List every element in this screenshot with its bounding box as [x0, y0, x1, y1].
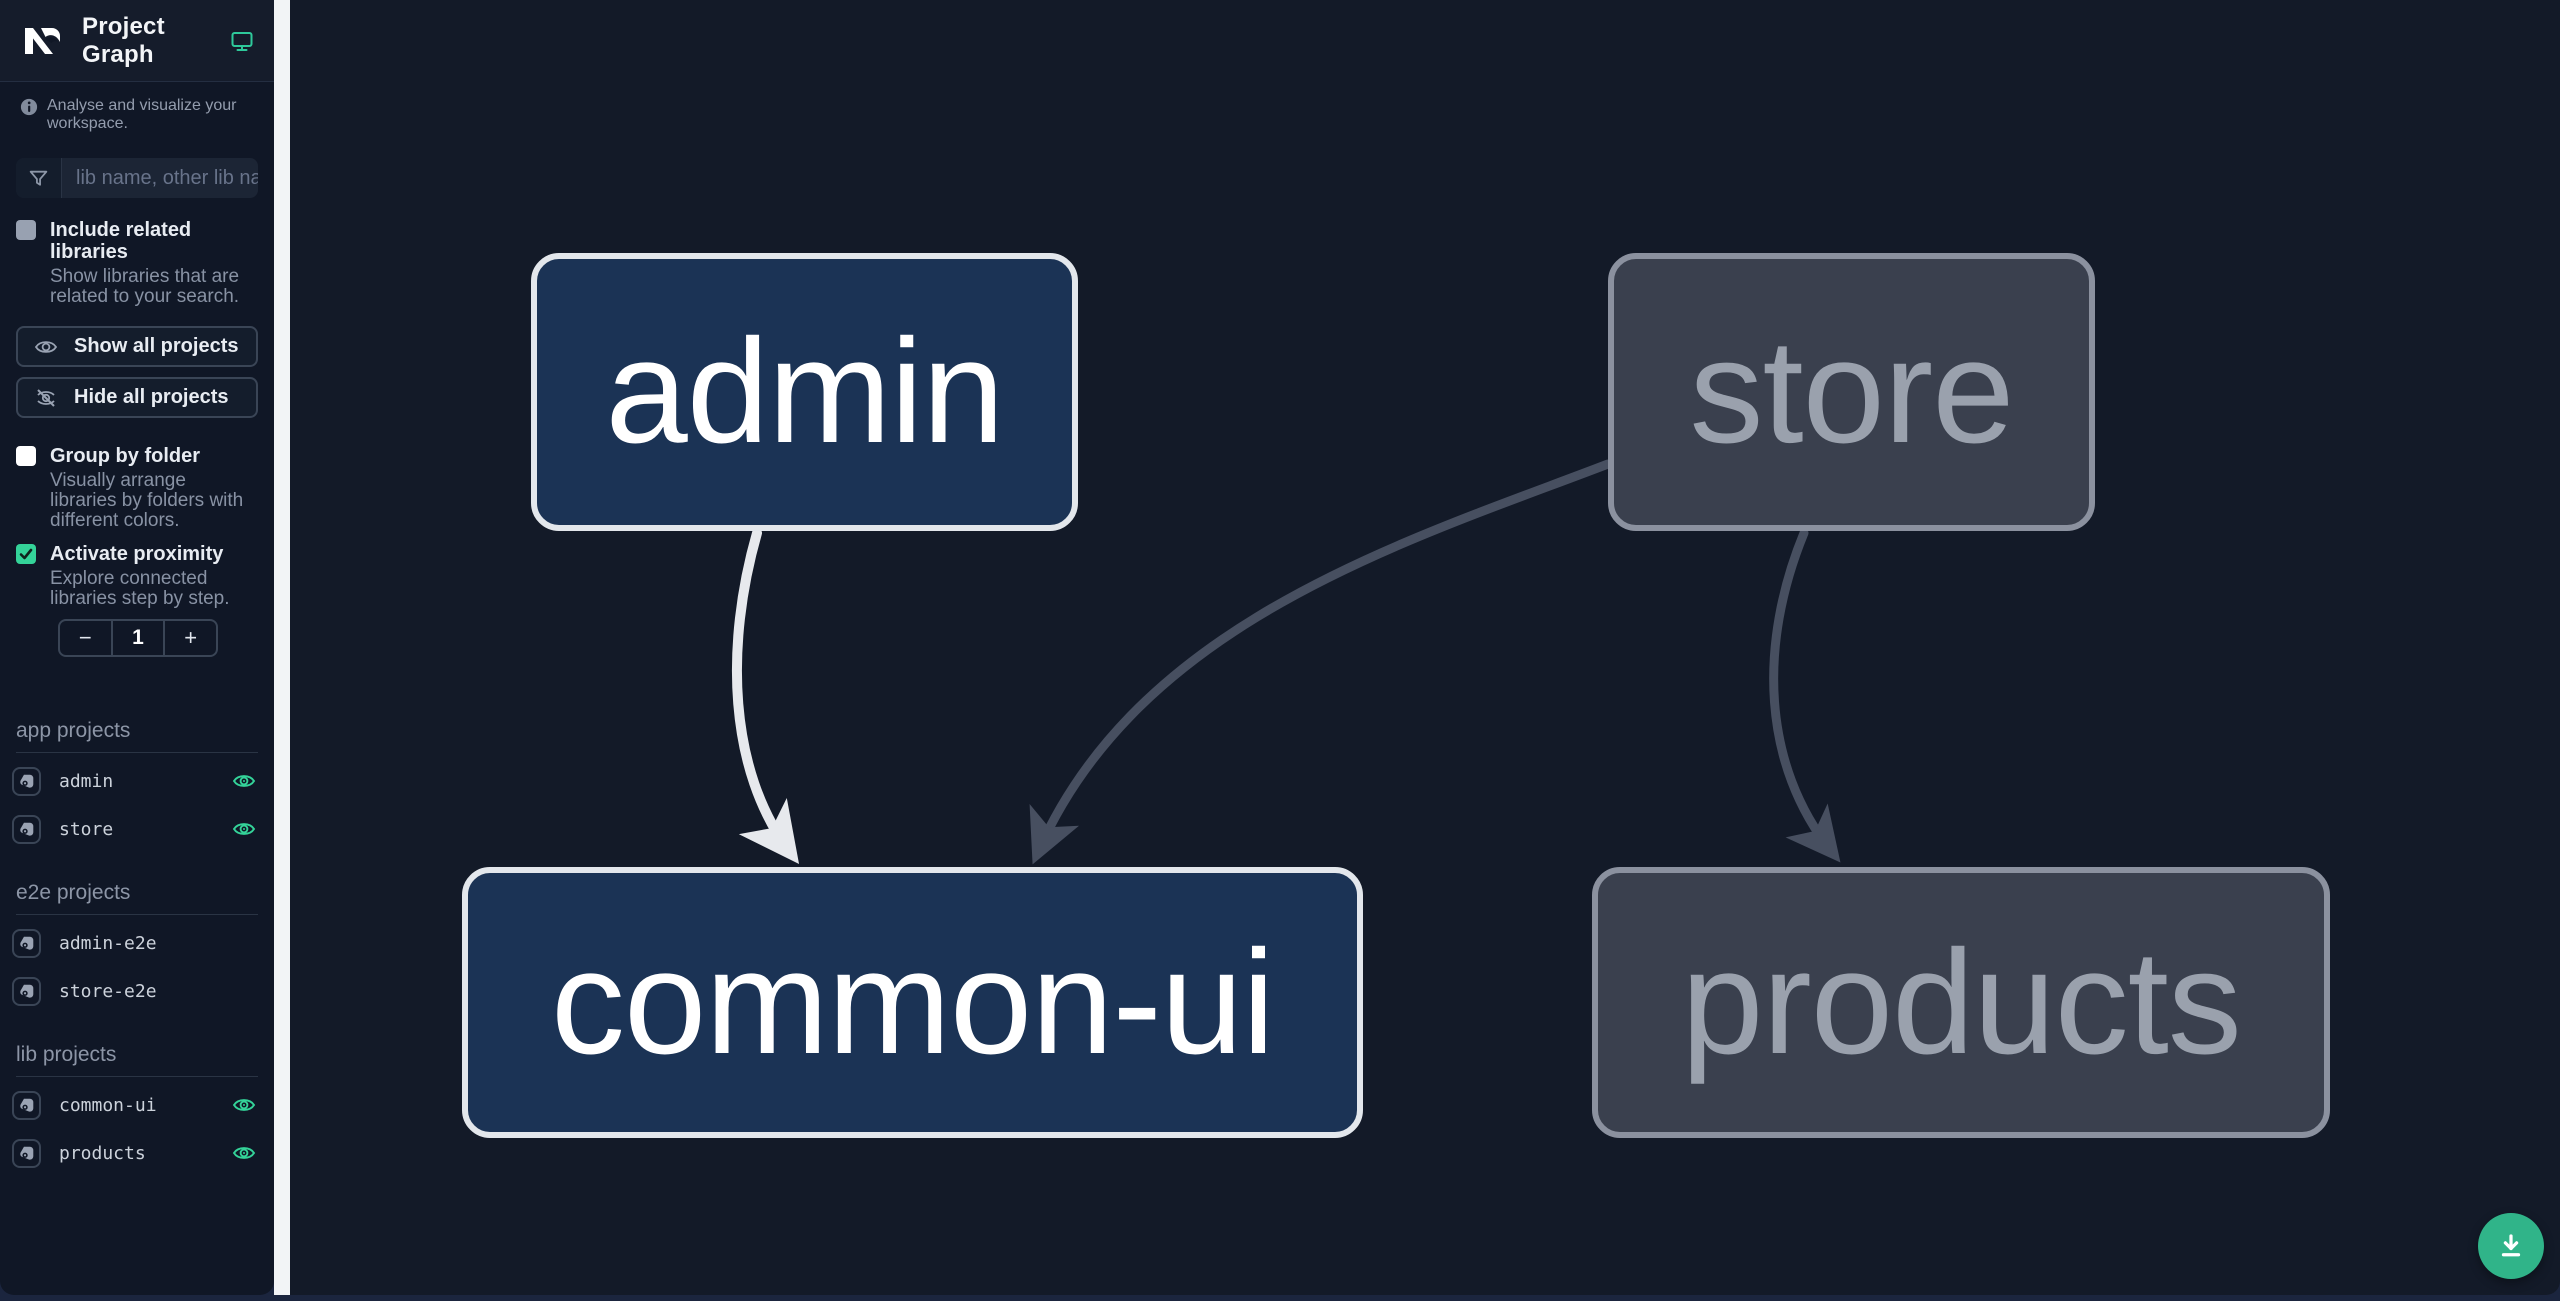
eye-icon — [34, 340, 58, 353]
visibility-eye-icon[interactable] — [232, 1141, 256, 1165]
activate-proximity-setting[interactable]: Activate proximity Explore connected lib… — [0, 543, 274, 609]
hide-all-projects-label: Hide all projects — [74, 386, 229, 408]
activate-proximity-checkbox[interactable] — [16, 544, 36, 564]
graph-node-admin[interactable]: admin — [531, 253, 1078, 531]
group-by-folder-label: Group by folder — [50, 445, 200, 467]
download-icon — [2501, 1234, 2521, 1257]
list-item-products: products — [12, 1133, 258, 1173]
proximity-increment-button[interactable]: + — [184, 625, 198, 650]
project-name: store — [59, 818, 114, 840]
visibility-eye-icon[interactable] — [232, 1093, 256, 1117]
focus-project-button[interactable] — [12, 1138, 41, 1168]
info-icon — [20, 98, 38, 116]
project-name: products — [59, 1142, 146, 1164]
show-all-projects-button[interactable]: Show all projects — [16, 326, 258, 367]
search-box — [16, 158, 258, 198]
group-by-folder-setting[interactable]: Group by folder Visually arrange librari… — [0, 445, 274, 531]
group-by-folder-checkbox[interactable] — [16, 446, 36, 466]
focus-project-icon — [20, 822, 34, 836]
graph-edges — [731, 459, 1841, 865]
node-label: store — [1689, 309, 2014, 474]
node-label: products — [1681, 919, 2242, 1085]
list-item-admin-e2e: admin-e2e — [12, 923, 258, 963]
proximity-stepper: − 1 + — [58, 619, 218, 657]
project-name: common-ui — [59, 1094, 157, 1116]
proximity-value: 1 — [110, 621, 166, 655]
group-by-folder-description: Visually arrange libraries by folders wi… — [50, 470, 244, 531]
section-title: app projects — [16, 719, 258, 753]
sidebar-scrollbar[interactable] — [274, 0, 290, 1295]
section-title: lib projects — [16, 1043, 258, 1077]
focus-project-icon — [20, 1146, 34, 1160]
focus-project-icon — [20, 936, 34, 950]
download-image-button[interactable] — [2478, 1213, 2544, 1279]
focus-project-icon — [20, 774, 34, 788]
section-e2e-projects: e2e projects admin-e2e store-e2e — [12, 881, 258, 1011]
graph-node-store[interactable]: store — [1608, 253, 2095, 531]
monitor-icon[interactable] — [230, 29, 254, 53]
list-item-store-e2e: store-e2e — [12, 971, 258, 1011]
graph-node-products[interactable]: products — [1592, 867, 2330, 1138]
node-label: common-ui — [551, 919, 1275, 1085]
show-all-projects-label: Show all projects — [74, 335, 239, 357]
list-item-store: store — [12, 809, 258, 849]
checkmark-icon — [19, 548, 33, 560]
focus-project-button[interactable] — [12, 976, 41, 1006]
activate-proximity-description: Explore connected libraries step by step… — [50, 568, 230, 609]
page-title: Project Graph — [82, 12, 165, 68]
edge-store-to-products[interactable] — [1769, 528, 1841, 863]
include-related-checkbox[interactable] — [16, 220, 36, 240]
project-name: store-e2e — [59, 980, 157, 1002]
include-related-setting[interactable]: Include related libraries Show libraries… — [0, 219, 274, 307]
focus-project-button[interactable] — [12, 814, 41, 844]
section-lib-projects: lib projects common-ui — [12, 1043, 258, 1173]
workspace-hint: Analyse and visualize your workspace. — [0, 97, 274, 133]
sidebar-header: Project Graph — [0, 0, 274, 82]
visibility-eye-icon[interactable] — [232, 817, 256, 841]
workspace-hint-text: Analyse and visualize your workspace. — [47, 97, 237, 132]
edge-store-to-common-ui[interactable] — [1029, 459, 1613, 865]
graph-canvas[interactable]: admin store common-ui products — [290, 0, 2560, 1295]
focus-project-button[interactable] — [12, 928, 41, 958]
project-name: admin — [59, 770, 114, 792]
graph-node-common-ui[interactable]: common-ui — [462, 867, 1363, 1138]
sidebar: Project Graph Analyse and visualize your… — [0, 0, 274, 1295]
section-title: e2e projects — [16, 881, 258, 915]
hide-all-projects-button[interactable]: Hide all projects — [16, 377, 258, 418]
nx-logo-icon — [25, 27, 60, 54]
node-label: admin — [605, 309, 1004, 474]
list-item-admin: admin — [12, 761, 258, 801]
focus-project-icon — [20, 984, 34, 998]
list-item-common-ui: common-ui — [12, 1085, 258, 1125]
filter-funnel-icon — [16, 158, 62, 198]
project-name: admin-e2e — [59, 932, 157, 954]
edge-admin-to-common-ui[interactable] — [731, 528, 800, 864]
focus-project-button[interactable] — [12, 766, 41, 796]
visibility-eye-icon[interactable] — [232, 769, 256, 793]
include-related-description: Show libraries that are related to your … — [50, 266, 240, 307]
proximity-decrement-button[interactable]: − — [78, 625, 92, 650]
focus-project-icon — [20, 1098, 34, 1112]
section-app-projects: app projects admin — [12, 719, 258, 849]
focus-project-button[interactable] — [12, 1090, 41, 1120]
eye-off-icon — [37, 388, 55, 407]
search-input[interactable] — [62, 158, 258, 198]
include-related-label: Include related libraries — [50, 219, 192, 263]
activate-proximity-label: Activate proximity — [50, 543, 224, 565]
